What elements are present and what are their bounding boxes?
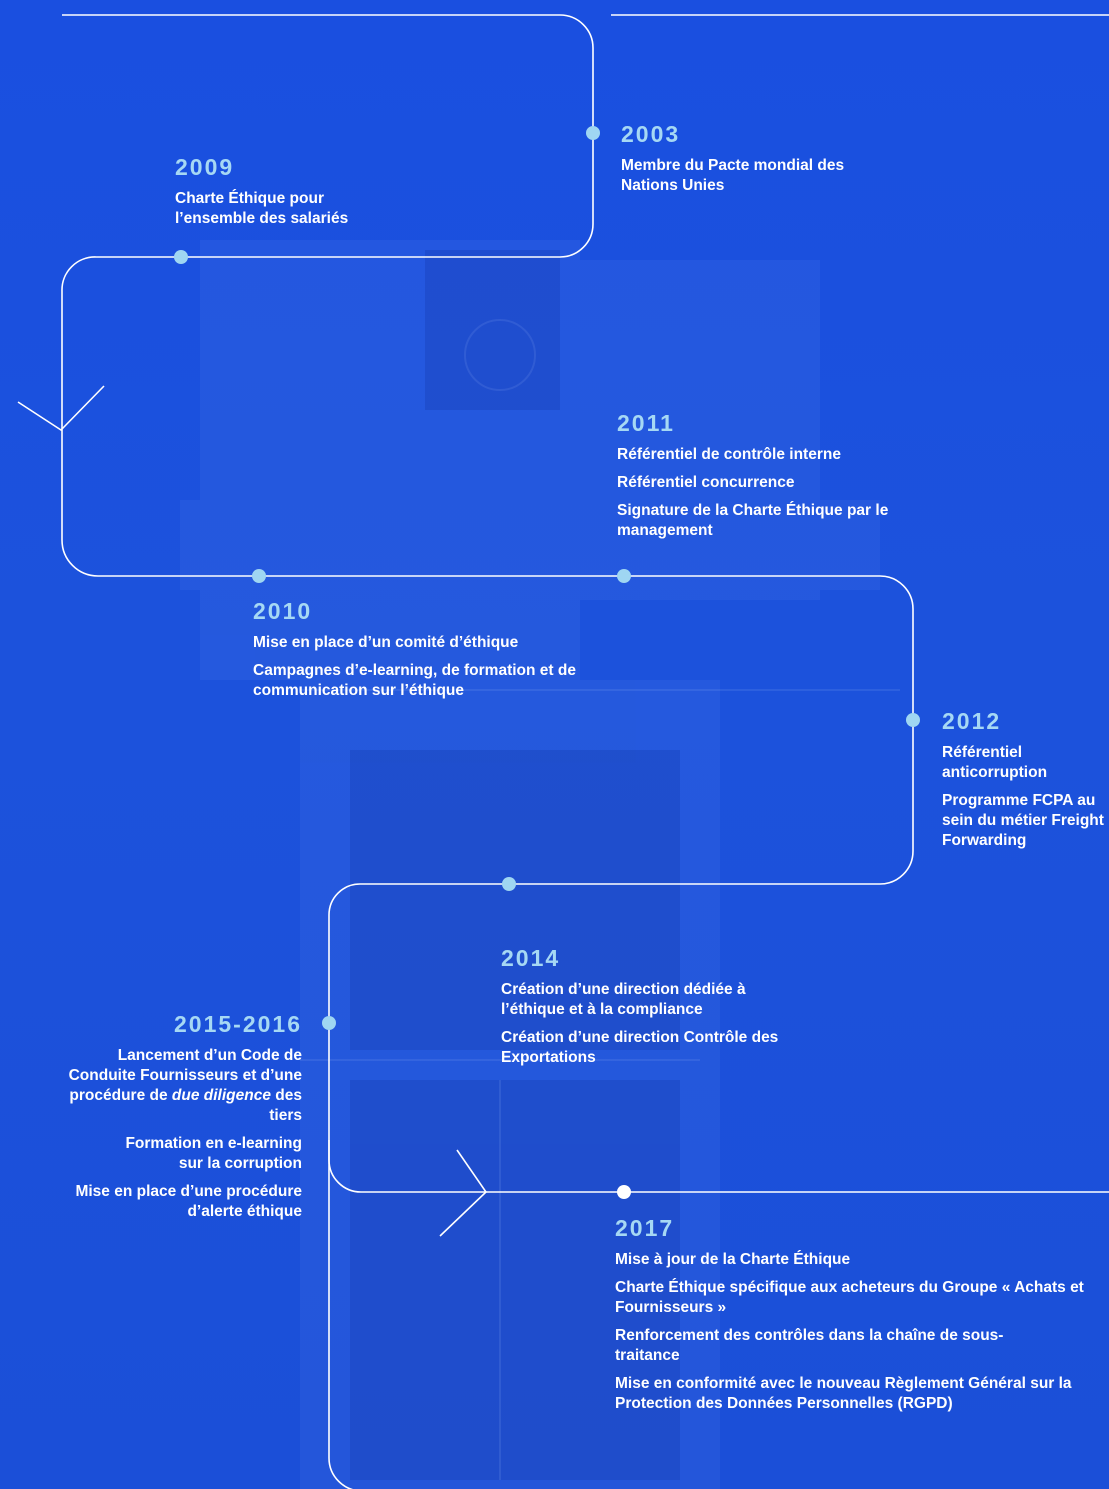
arrow-right-chevron: [439, 1149, 488, 1237]
event-item: Mise en place d’un comité d’éthique: [253, 634, 519, 651]
event-2010: 2010 Mise en place d’un comité d’éthique…: [253, 598, 598, 709]
event-item: Signature de la Charte Éthique par le ma…: [617, 502, 889, 539]
event-item: Mise en conformité avec le nouveau Règle…: [615, 1375, 1072, 1412]
event-year: 2017: [615, 1215, 675, 1241]
dot-2012: [906, 713, 920, 727]
event-item: Mise à jour de la Charte Éthique: [615, 1251, 851, 1268]
timeline-line-bottom: [328, 1140, 1109, 1193]
event-item: Formation en e-learning sur la corruptio…: [125, 1135, 302, 1172]
timeline-line: [61, 14, 914, 1489]
dot-2014: [502, 877, 516, 891]
event-year: 2012: [942, 708, 1002, 734]
dot-2015: [322, 1016, 336, 1030]
event-item: Création d’une direction Contrôle des Ex…: [501, 1029, 779, 1066]
event-year: 2010: [253, 598, 313, 624]
dot-2003: [586, 126, 600, 140]
event-item: Référentiel concurrence: [617, 474, 795, 491]
event-2015-2016: 2015-2016 Lancement d’un Code de Conduit…: [60, 1011, 302, 1230]
event-item: Création d’une direction dédiée à l’éthi…: [501, 981, 746, 1018]
dot-2011: [617, 569, 631, 583]
event-item: Membre du Pacte mondial des Nations Unie…: [621, 157, 845, 194]
dot-2010: [252, 569, 266, 583]
event-2009: 2009 Charte Éthique pour l’ensemble des …: [175, 154, 395, 237]
event-item-text: des tiers: [269, 1087, 302, 1124]
event-item: Charte Éthique spécifique aux acheteurs …: [615, 1279, 1084, 1316]
event-2012: 2012 Référentiel anticorruption Programm…: [942, 708, 1109, 859]
event-2017: 2017 Mise à jour de la Charte Éthique Ch…: [615, 1215, 1095, 1422]
arrow-down-chevron: [17, 385, 105, 432]
event-2014: 2014 Création d’une direction dédiée à l…: [501, 945, 801, 1076]
event-item: Charte Éthique pour l’ensemble des salar…: [175, 190, 349, 227]
event-item-text: Lancement d’un Code de Conduite Fourniss…: [68, 1047, 302, 1104]
dot-2009: [174, 250, 188, 264]
event-2011: 2011 Référentiel de contrôle interne Réf…: [617, 410, 907, 549]
event-item: Programme FCPA au sein du métier Freight…: [942, 792, 1104, 849]
event-year: 2015-2016: [174, 1011, 302, 1037]
event-item: Référentiel de contrôle interne: [617, 446, 841, 463]
event-2003: 2003 Membre du Pacte mondial des Nations…: [621, 121, 881, 204]
event-item-emphasis: due diligence: [171, 1087, 271, 1104]
event-item: Lancement d’un Code de Conduite Fourniss…: [60, 1046, 302, 1126]
event-year: 2009: [175, 154, 235, 180]
event-item: Référentiel anticorruption: [942, 744, 1048, 781]
event-year: 2014: [501, 945, 561, 971]
event-year: 2003: [621, 121, 681, 147]
event-item: Renforcement des contrôles dans la chaîn…: [615, 1327, 1004, 1364]
event-item: Mise en place d’une procédure d’alerte é…: [75, 1183, 302, 1220]
dot-2017: [617, 1185, 631, 1199]
event-item: Campagnes d’e-learning, de formation et …: [253, 662, 576, 699]
event-year: 2011: [617, 410, 675, 436]
